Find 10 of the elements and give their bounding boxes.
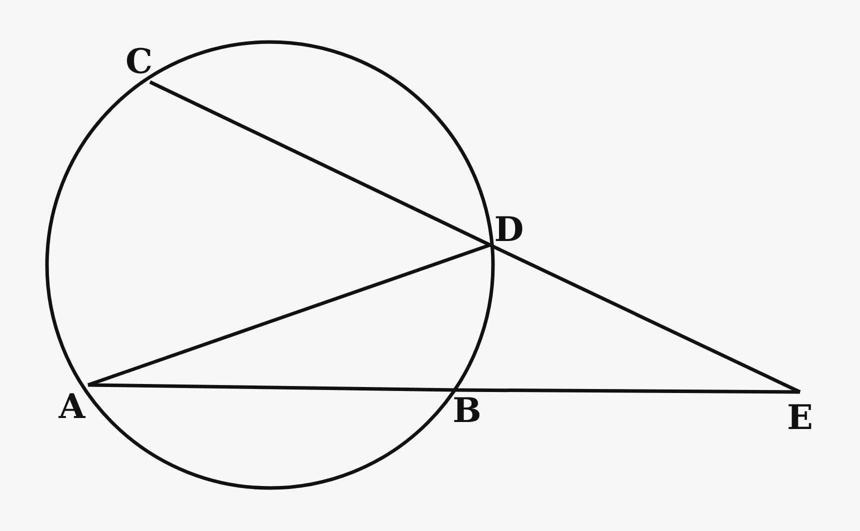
line-segment [87,243,491,387]
vertex-label: A [56,389,88,425]
line-segment [88,383,456,392]
vertex-label: E [784,400,816,436]
vertex-label: D [492,212,526,248]
line-segment [149,80,491,247]
line-segment [455,388,800,394]
line-segment [489,243,801,394]
vertex-label: B [450,393,484,429]
vertex-label: C [124,44,154,80]
